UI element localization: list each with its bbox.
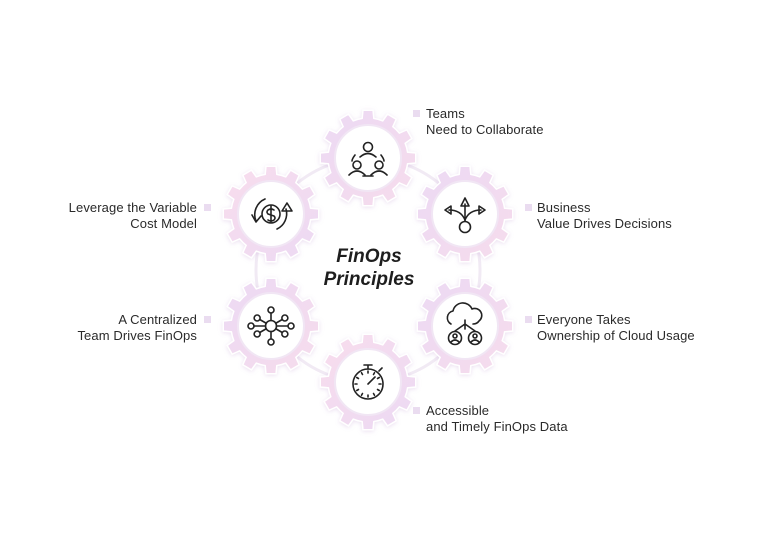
cloud-users-icon: [446, 302, 483, 346]
dollar-cycle-icon: [251, 198, 293, 230]
gear: [222, 165, 320, 263]
gear: [319, 109, 417, 207]
label-marker-variable: [204, 204, 211, 211]
principle-label-centralized: A Centralized Team Drives FinOps: [77, 312, 197, 344]
principle-label-line: Everyone Takes: [537, 312, 631, 327]
principle-label-ownership: Everyone Takes Ownership of Cloud Usage: [537, 312, 695, 344]
gear: [416, 277, 514, 375]
decision-arrows-icon: [444, 197, 486, 234]
label-marker-centralized: [204, 316, 211, 323]
principle-label-line: A Centralized: [118, 312, 197, 327]
team-collaborate-icon: [348, 141, 388, 177]
principle-label-line: Team Drives FinOps: [77, 328, 197, 343]
principle-label-business: Business Value Drives Decisions: [537, 200, 672, 232]
principle-label-data: Accessible and Timely FinOps Data: [426, 403, 568, 435]
principle-label-line: Cost Model: [130, 216, 197, 231]
principle-label-teams: Teams Need to Collaborate: [426, 106, 544, 138]
gear: [319, 333, 417, 431]
gear-hub: [334, 124, 402, 192]
principle-label-line: Need to Collaborate: [426, 122, 544, 137]
principle-label-line: Business: [537, 200, 591, 215]
principle-label-line: Value Drives Decisions: [537, 216, 672, 231]
principle-label-variable: Leverage the Variable Cost Model: [69, 200, 197, 232]
label-marker-business: [525, 204, 532, 211]
gear: [222, 277, 320, 375]
center-title: FinOps Principles: [304, 245, 434, 291]
label-marker-data: [413, 407, 420, 414]
center-title-line-2: Principles: [323, 269, 415, 290]
principle-label-line: Leverage the Variable: [68, 200, 197, 215]
principle-label-line: Ownership of Cloud Usage: [537, 328, 695, 343]
stopwatch-icon: [352, 364, 384, 400]
hub-network-icon: [247, 306, 295, 346]
gear: [416, 165, 514, 263]
label-marker-teams: [413, 110, 420, 117]
principle-label-line: Accessible: [426, 403, 490, 418]
center-title-line-1: FinOps: [336, 246, 402, 267]
principle-label-line: and Timely FinOps Data: [426, 419, 568, 434]
principle-label-line: Teams: [426, 106, 465, 121]
gear-hub: [237, 292, 305, 360]
gear-hub: [334, 348, 402, 416]
label-marker-ownership: [525, 316, 532, 323]
